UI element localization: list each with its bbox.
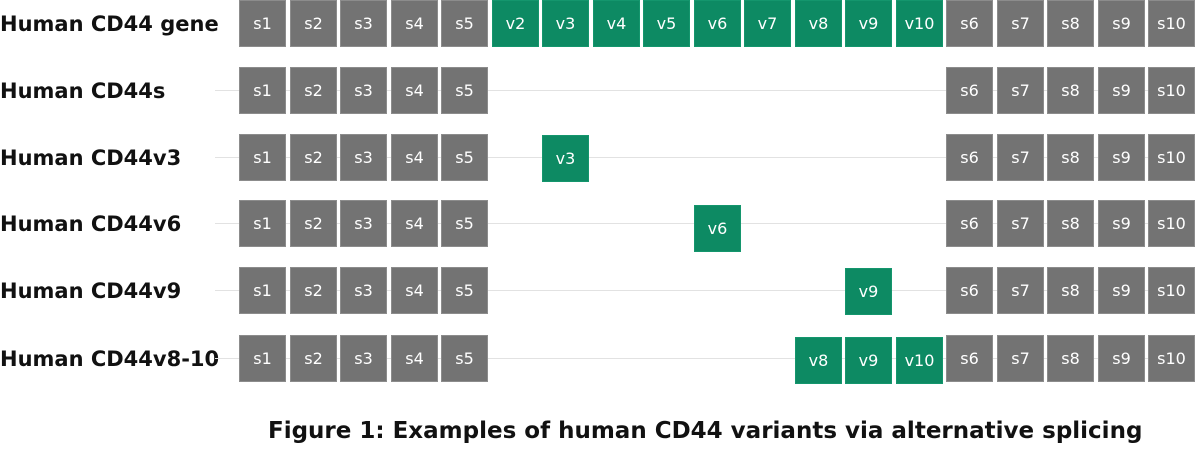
standard-exon: s7 — [997, 0, 1044, 47]
standard-exon: s8 — [1047, 67, 1094, 114]
standard-exon: s1 — [239, 200, 286, 247]
intron-line — [215, 358, 1195, 359]
variant-exon: v9 — [845, 337, 892, 384]
variant-exon: v3 — [542, 0, 589, 47]
standard-exon: s6 — [946, 200, 993, 247]
isoform-label: Human CD44v6 — [0, 212, 182, 236]
standard-exon: s4 — [391, 200, 438, 247]
standard-exon: s2 — [290, 0, 337, 47]
standard-exon: s10 — [1148, 200, 1195, 247]
standard-exon: s1 — [239, 134, 286, 181]
standard-exon: s7 — [997, 200, 1044, 247]
standard-exon: s9 — [1098, 134, 1145, 181]
standard-exon: s4 — [391, 0, 438, 47]
variant-exon: v4 — [593, 0, 640, 47]
variant-exon: v9 — [845, 268, 892, 315]
standard-exon: s7 — [997, 134, 1044, 181]
variant-exon: v2 — [492, 0, 539, 47]
standard-exon: s8 — [1047, 134, 1094, 181]
isoform-label: Human CD44v9 — [0, 279, 182, 303]
standard-exon: s5 — [441, 200, 488, 247]
standard-exon: s2 — [290, 335, 337, 382]
standard-exon: s6 — [946, 335, 993, 382]
standard-exon: s7 — [997, 67, 1044, 114]
standard-exon: s6 — [946, 0, 993, 47]
standard-exon: s4 — [391, 67, 438, 114]
figure-caption: Figure 1: Examples of human CD44 variant… — [268, 418, 1143, 444]
standard-exon: s6 — [946, 134, 993, 181]
standard-exon: s8 — [1047, 0, 1094, 47]
variant-exon: v10 — [896, 337, 943, 384]
standard-exon: s2 — [290, 200, 337, 247]
variant-exon: v8 — [795, 337, 842, 384]
standard-exon: s1 — [239, 67, 286, 114]
standard-exon: s8 — [1047, 200, 1094, 247]
variant-exon: v6 — [694, 0, 741, 47]
variant-exon: v3 — [542, 135, 589, 182]
standard-exon: s9 — [1098, 0, 1145, 47]
standard-exon: s3 — [340, 200, 387, 247]
standard-exon: s3 — [340, 335, 387, 382]
standard-exon: s6 — [946, 267, 993, 314]
standard-exon: s4 — [391, 335, 438, 382]
standard-exon: s4 — [391, 134, 438, 181]
intron-line — [215, 290, 1195, 291]
standard-exon: s10 — [1148, 67, 1195, 114]
standard-exon: s10 — [1148, 267, 1195, 314]
variant-exon: v10 — [896, 0, 943, 47]
standard-exon: s8 — [1047, 267, 1094, 314]
standard-exon: s7 — [997, 335, 1044, 382]
isoform-label: Human CD44v8-10 — [0, 347, 220, 371]
isoform-label: Human CD44v3 — [0, 146, 182, 170]
intron-line — [215, 90, 1195, 91]
standard-exon: s5 — [441, 267, 488, 314]
standard-exon: s1 — [239, 267, 286, 314]
standard-exon: s9 — [1098, 335, 1145, 382]
standard-exon: s3 — [340, 134, 387, 181]
standard-exon: s10 — [1148, 134, 1195, 181]
standard-exon: s2 — [290, 67, 337, 114]
standard-exon: s5 — [441, 335, 488, 382]
standard-exon: s1 — [239, 335, 286, 382]
isoform-label: Human CD44 gene — [0, 12, 219, 36]
variant-exon: v8 — [795, 0, 842, 47]
standard-exon: s1 — [239, 0, 286, 47]
variant-exon: v7 — [744, 0, 791, 47]
standard-exon: s5 — [441, 134, 488, 181]
standard-exon: s9 — [1098, 67, 1145, 114]
standard-exon: s3 — [340, 67, 387, 114]
standard-exon: s2 — [290, 267, 337, 314]
standard-exon: s8 — [1047, 335, 1094, 382]
standard-exon: s7 — [997, 267, 1044, 314]
standard-exon: s9 — [1098, 200, 1145, 247]
standard-exon: s10 — [1148, 335, 1195, 382]
standard-exon: s10 — [1148, 0, 1195, 47]
standard-exon: s5 — [441, 67, 488, 114]
standard-exon: s4 — [391, 267, 438, 314]
standard-exon: s3 — [340, 267, 387, 314]
standard-exon: s2 — [290, 134, 337, 181]
isoform-label: Human CD44s — [0, 79, 166, 103]
variant-exon: v5 — [643, 0, 690, 47]
standard-exon: s9 — [1098, 267, 1145, 314]
intron-line — [215, 157, 1195, 158]
standard-exon: s3 — [340, 0, 387, 47]
standard-exon: s5 — [441, 0, 488, 47]
standard-exon: s6 — [946, 67, 993, 114]
variant-exon: v6 — [694, 205, 741, 252]
variant-exon: v9 — [845, 0, 892, 47]
